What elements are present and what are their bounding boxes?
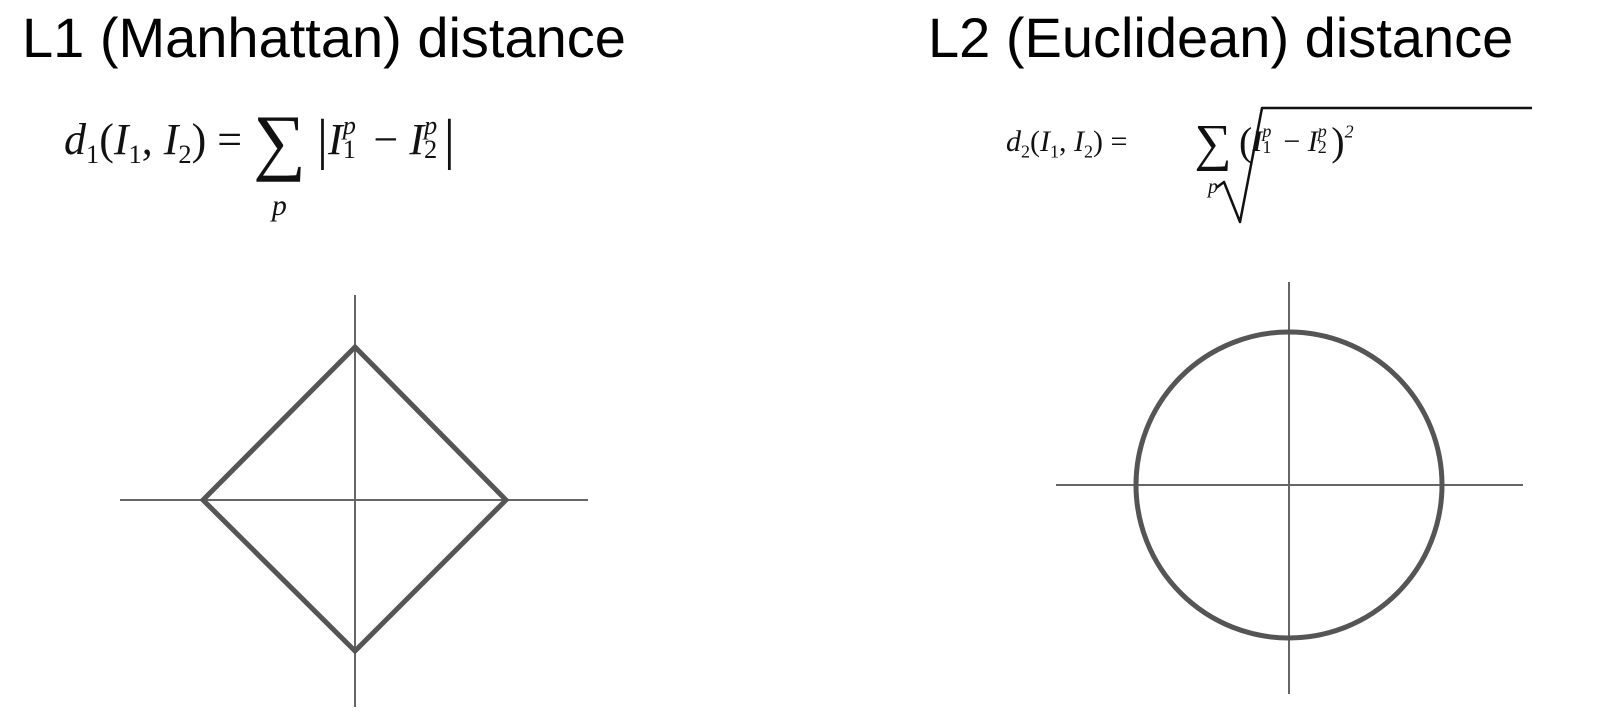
formula-l2-term2: I <box>1307 125 1318 158</box>
formula-l1-arg1-sub: 1 <box>128 139 142 170</box>
formula-l2-paren-open: ( <box>1239 119 1253 164</box>
formula-l1-open-paren: ( <box>99 115 114 164</box>
formula-l1-arg1: I <box>113 115 129 164</box>
formula-l2-arg1-sub: 1 <box>1050 141 1059 162</box>
formula-l2-minus: − <box>1275 125 1308 158</box>
formula-l2-d: d <box>1006 125 1021 158</box>
formula-l1-d: d <box>64 115 86 164</box>
formula-l1-term2-sup: p <box>423 110 438 141</box>
formula-l2-term1: I <box>1252 125 1263 158</box>
formula-l2-arg2-sub: 2 <box>1084 141 1093 162</box>
formula-l2-term2-sub: 2 <box>1317 137 1327 158</box>
formula-l1-comma: , <box>141 115 164 164</box>
formula-l1-arg2: I <box>163 115 179 164</box>
formula-l2-arg1: I <box>1040 125 1050 158</box>
formula-l2-term2-sup: p <box>1317 121 1327 142</box>
formula-l2-paren-close: ) <box>1331 119 1345 164</box>
formula-l1-sum-symbol: ∑ <box>253 100 306 183</box>
l1-diamond-shape <box>199 343 510 655</box>
formula-l1-abs-close: | <box>443 109 455 171</box>
formula-l1-term1: I <box>328 115 343 164</box>
formula-l1-term2: I <box>409 115 424 164</box>
formula-l2-sum: ∑ p <box>1194 115 1232 199</box>
formula-l1-close-equals: ) = <box>191 115 254 164</box>
title-l2-euclidean: L2 (Euclidean) distance <box>928 6 1514 69</box>
formula-l2-term1-sup: p <box>1262 121 1272 142</box>
formula-l2-open-paren: ( <box>1030 125 1040 158</box>
formula-l2-sum-index: p <box>1207 176 1218 199</box>
formula-l2-sum-symbol: ∑ <box>1194 115 1232 173</box>
formula-l1-sum: ∑ p <box>253 105 306 222</box>
formula-l1-minus: − <box>362 115 410 164</box>
formula-l1-term1-sup: p <box>342 110 356 141</box>
formula-l1-abs-open: | <box>316 109 329 171</box>
title-l1-manhattan: L1 (Manhattan) distance <box>22 6 626 69</box>
formula-l2-comma: , <box>1059 125 1074 158</box>
formula-l1-d-sub: 1 <box>86 139 100 170</box>
formula-l1-sum-index: p <box>271 188 287 222</box>
formula-l1-term1-sub: 1 <box>342 133 356 164</box>
formula-l2-close-equals: ) = <box>1093 125 1135 158</box>
formula-l2-arg2: I <box>1074 125 1084 158</box>
formula-l2-d-sub: 2 <box>1021 141 1030 162</box>
formula-l2-term1-sub: 1 <box>1262 137 1272 158</box>
formula-l1-arg2-sub: 2 <box>178 139 192 170</box>
formula-l2-radical <box>1215 106 1532 224</box>
formula-l2-square-exponent: 2 <box>1344 121 1354 142</box>
l2-circle-shape <box>1133 329 1445 641</box>
formula-l1-term2-sub: 2 <box>423 133 438 164</box>
